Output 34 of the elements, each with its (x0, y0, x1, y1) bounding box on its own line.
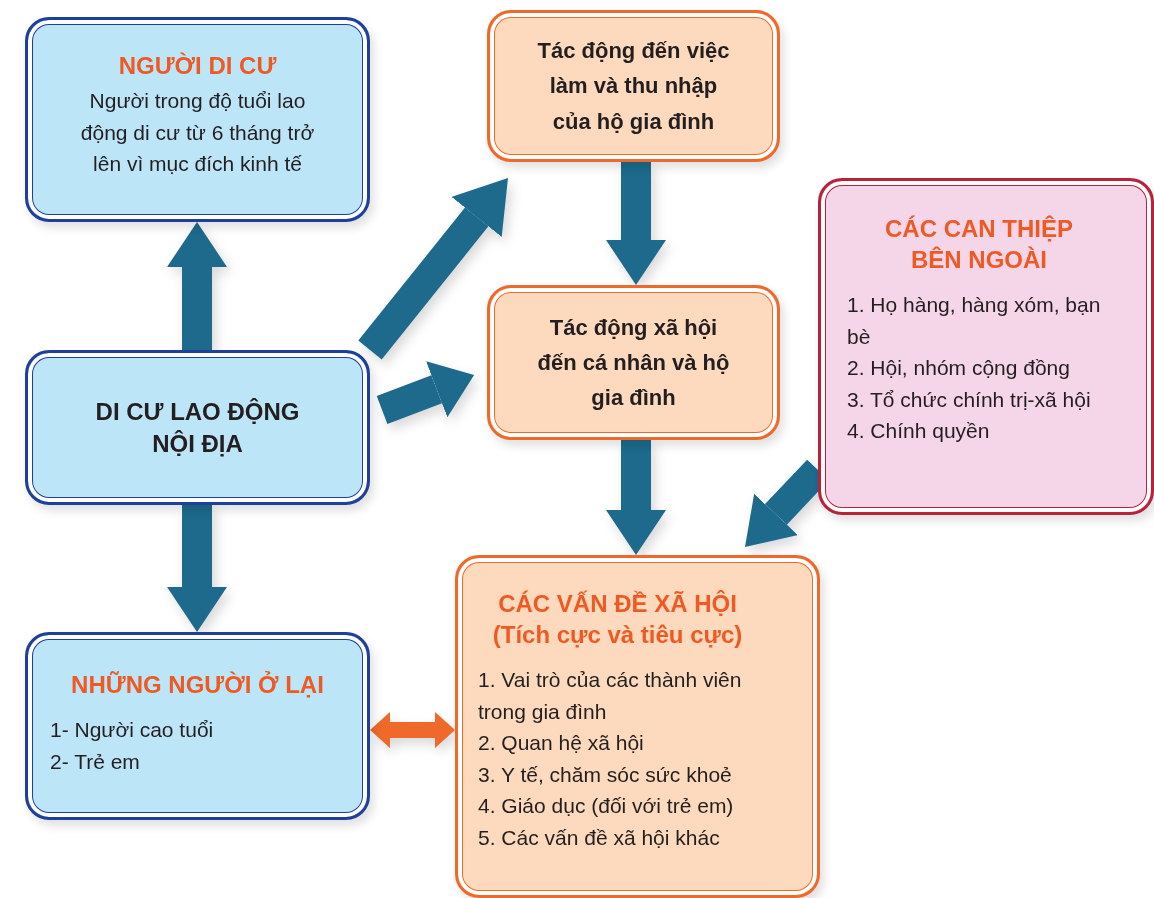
arrow (376, 361, 475, 424)
rounded-box (25, 350, 370, 505)
heading: DI CƯ LAO ĐỘNG NỘI ĐỊA (94, 397, 301, 459)
rounded-box (487, 285, 780, 440)
list-item: 1. Vai trò của các thành viên trong gia đình (478, 667, 743, 725)
arrow (358, 177, 508, 360)
list-item: 4. Giáo dục (đối với trẻ em) (478, 793, 735, 820)
heading: CÁC VẤN ĐỀ XÃ HỘI (497, 589, 738, 619)
arrow (606, 162, 666, 285)
heading: CÁC CAN THIỆP BÊN NGOÀI (884, 214, 1074, 276)
arrow (606, 440, 666, 555)
heading: Tác động xã hội đến cá nhân và hộ gia đình (536, 313, 731, 413)
arrow (370, 711, 455, 748)
arrow (167, 505, 227, 632)
list-item: 1- Người cao tuổi (50, 717, 215, 744)
heading: NHỮNG NGƯỜI Ở LẠI (70, 670, 325, 700)
arrow (167, 222, 227, 350)
heading: Tác động đến việc làm và thu nhập của hộ gia đình (536, 37, 731, 136)
rounded-box (25, 632, 370, 820)
rounded-box (487, 10, 780, 162)
list-item: 3. Tổ chức chính trị-xã hội (847, 386, 1092, 413)
list-item: 5. Các vấn đề xã hội khác (478, 824, 721, 851)
rounded-box (455, 555, 820, 898)
heading: NGƯỜI DI CƯ (117, 51, 278, 81)
heading: (Tích cực và tiêu cực) (491, 620, 744, 651)
list-item: 2. Quan hệ xã hội (478, 730, 645, 757)
description: Người trong độ tuổi lao động di cư từ 6 tháng trở lên vì mục đích kinh tế (79, 88, 316, 178)
list-item: 4. Chính quyền (847, 418, 991, 445)
rounded-box (25, 17, 370, 222)
list-item: 3. Y tế, chăm sóc sức khoẻ (478, 761, 733, 788)
list-item: 2- Trẻ em (50, 748, 141, 775)
list-item: 2. Hội, nhóm cộng đồng (847, 355, 1071, 382)
rounded-box (818, 178, 1154, 515)
list-item: 1. Họ hàng, hàng xóm, bạn bè (847, 292, 1102, 350)
